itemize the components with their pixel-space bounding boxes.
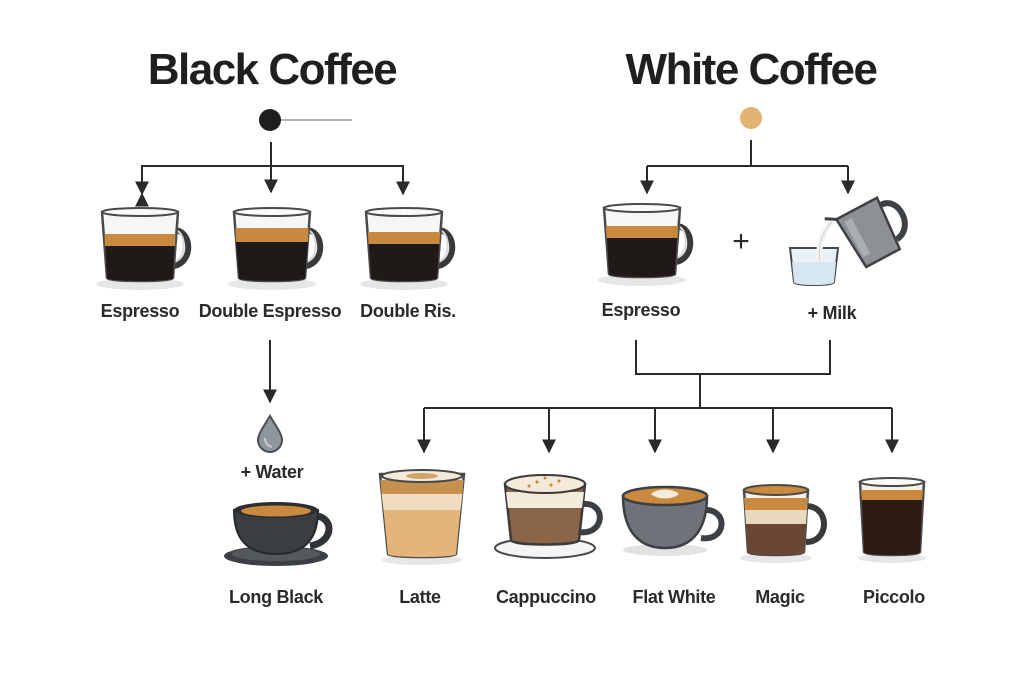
espresso-cup-icon bbox=[96, 207, 192, 290]
cappuccino-cup-icon bbox=[494, 474, 603, 559]
white-espresso-label: Espresso bbox=[601, 300, 681, 320]
magic-cup-icon bbox=[740, 484, 827, 563]
double-ristretto-cup-icon bbox=[360, 207, 456, 290]
result-label-cappuccino: Cappuccino bbox=[495, 587, 596, 607]
result-label-magic: Magic bbox=[755, 587, 805, 607]
result-label-latte: Latte bbox=[399, 587, 441, 607]
white-espresso-cup-icon bbox=[598, 203, 694, 286]
white-coffee-title: White Coffee bbox=[625, 45, 878, 94]
black-item-label-espresso: Espresso bbox=[100, 301, 180, 321]
result-label-flat-white: Flat White bbox=[632, 587, 716, 607]
black-item-label-double-espresso: Double Espresso bbox=[198, 301, 342, 321]
result-label-piccolo: Piccolo bbox=[863, 587, 925, 607]
milk-label: + Milk bbox=[807, 303, 857, 323]
water-drop-icon bbox=[256, 414, 284, 454]
black-item-label-double-ris: Double Ris. bbox=[360, 301, 456, 321]
black-coffee-connectors bbox=[135, 109, 410, 404]
long-black-label: Long Black bbox=[228, 587, 323, 607]
long-black-cup-icon bbox=[224, 502, 333, 566]
milk-jug-pouring-icon bbox=[788, 196, 908, 286]
white-coffee-dot bbox=[740, 107, 762, 129]
white-coffee-connectors bbox=[417, 107, 899, 454]
black-coffee-dot bbox=[259, 109, 281, 131]
water-label: + Water bbox=[240, 462, 304, 482]
double-espresso-cup-icon bbox=[228, 207, 324, 290]
plus-sign: + bbox=[732, 225, 750, 258]
flat-white-cup-icon bbox=[621, 485, 725, 556]
latte-glass-icon bbox=[378, 469, 466, 565]
black-coffee-title: Black Coffee bbox=[147, 45, 398, 94]
piccolo-glass-icon bbox=[858, 477, 926, 563]
